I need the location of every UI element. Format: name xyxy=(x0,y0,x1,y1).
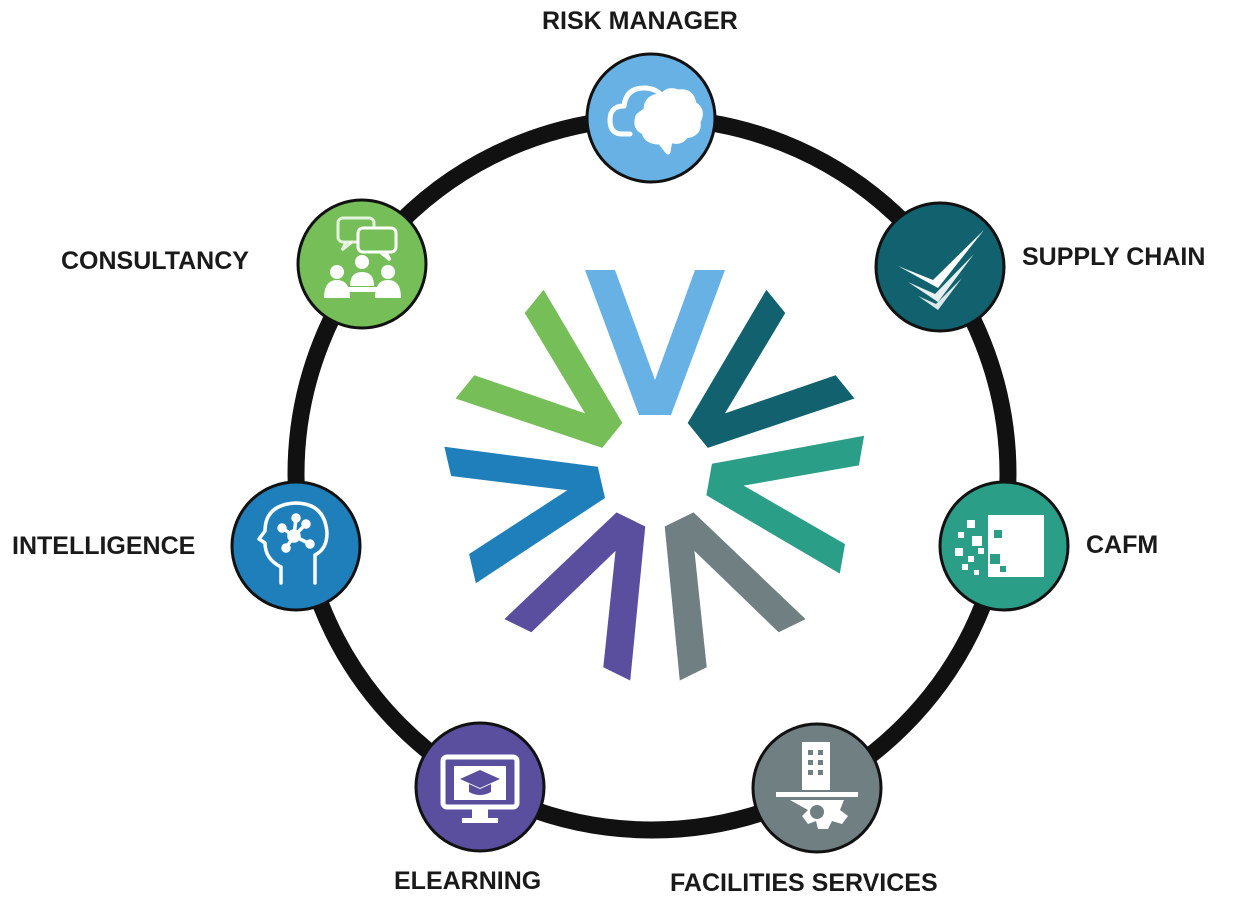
center-logo xyxy=(444,270,865,681)
consultancy-chevron xyxy=(455,289,623,448)
supply-chain-label: SUPPLY CHAIN xyxy=(1022,243,1206,271)
head-network-icon xyxy=(257,501,329,585)
consultancy-label: CONSULTANCY xyxy=(61,247,249,275)
building-gear-icon xyxy=(776,742,858,829)
risk-manager-node[interactable] xyxy=(585,52,717,184)
risk-manager-label: RISK MANAGER xyxy=(542,7,738,35)
cafm-node[interactable] xyxy=(938,480,1070,612)
intelligence-node[interactable] xyxy=(230,480,362,612)
cafm-chevron xyxy=(706,435,865,574)
chevrons-check-icon xyxy=(898,230,984,310)
consultancy-node[interactable] xyxy=(296,198,428,330)
supply-chain-node[interactable] xyxy=(874,201,1006,333)
facilities-services-chevron xyxy=(664,512,806,681)
cafm-label: CAFM xyxy=(1086,531,1159,559)
risk-manager-chevron xyxy=(585,270,725,415)
facilities-services-label: FACILITIES SERVICES xyxy=(670,869,938,897)
pixel-square-icon xyxy=(955,515,1044,577)
monitor-graduation-cap-icon xyxy=(440,754,520,823)
intelligence-chevron xyxy=(444,446,606,584)
elearning-label: ELEARNING xyxy=(394,867,542,895)
supply-chain-chevron xyxy=(687,289,855,448)
facilities-services-node[interactable] xyxy=(751,722,883,854)
elearning-node[interactable] xyxy=(414,721,546,853)
elearning-chevron xyxy=(504,512,646,681)
meeting-chat-icon xyxy=(324,216,401,298)
intelligence-label: INTELLIGENCE xyxy=(12,532,196,560)
cloud-brain-icon xyxy=(607,85,703,155)
